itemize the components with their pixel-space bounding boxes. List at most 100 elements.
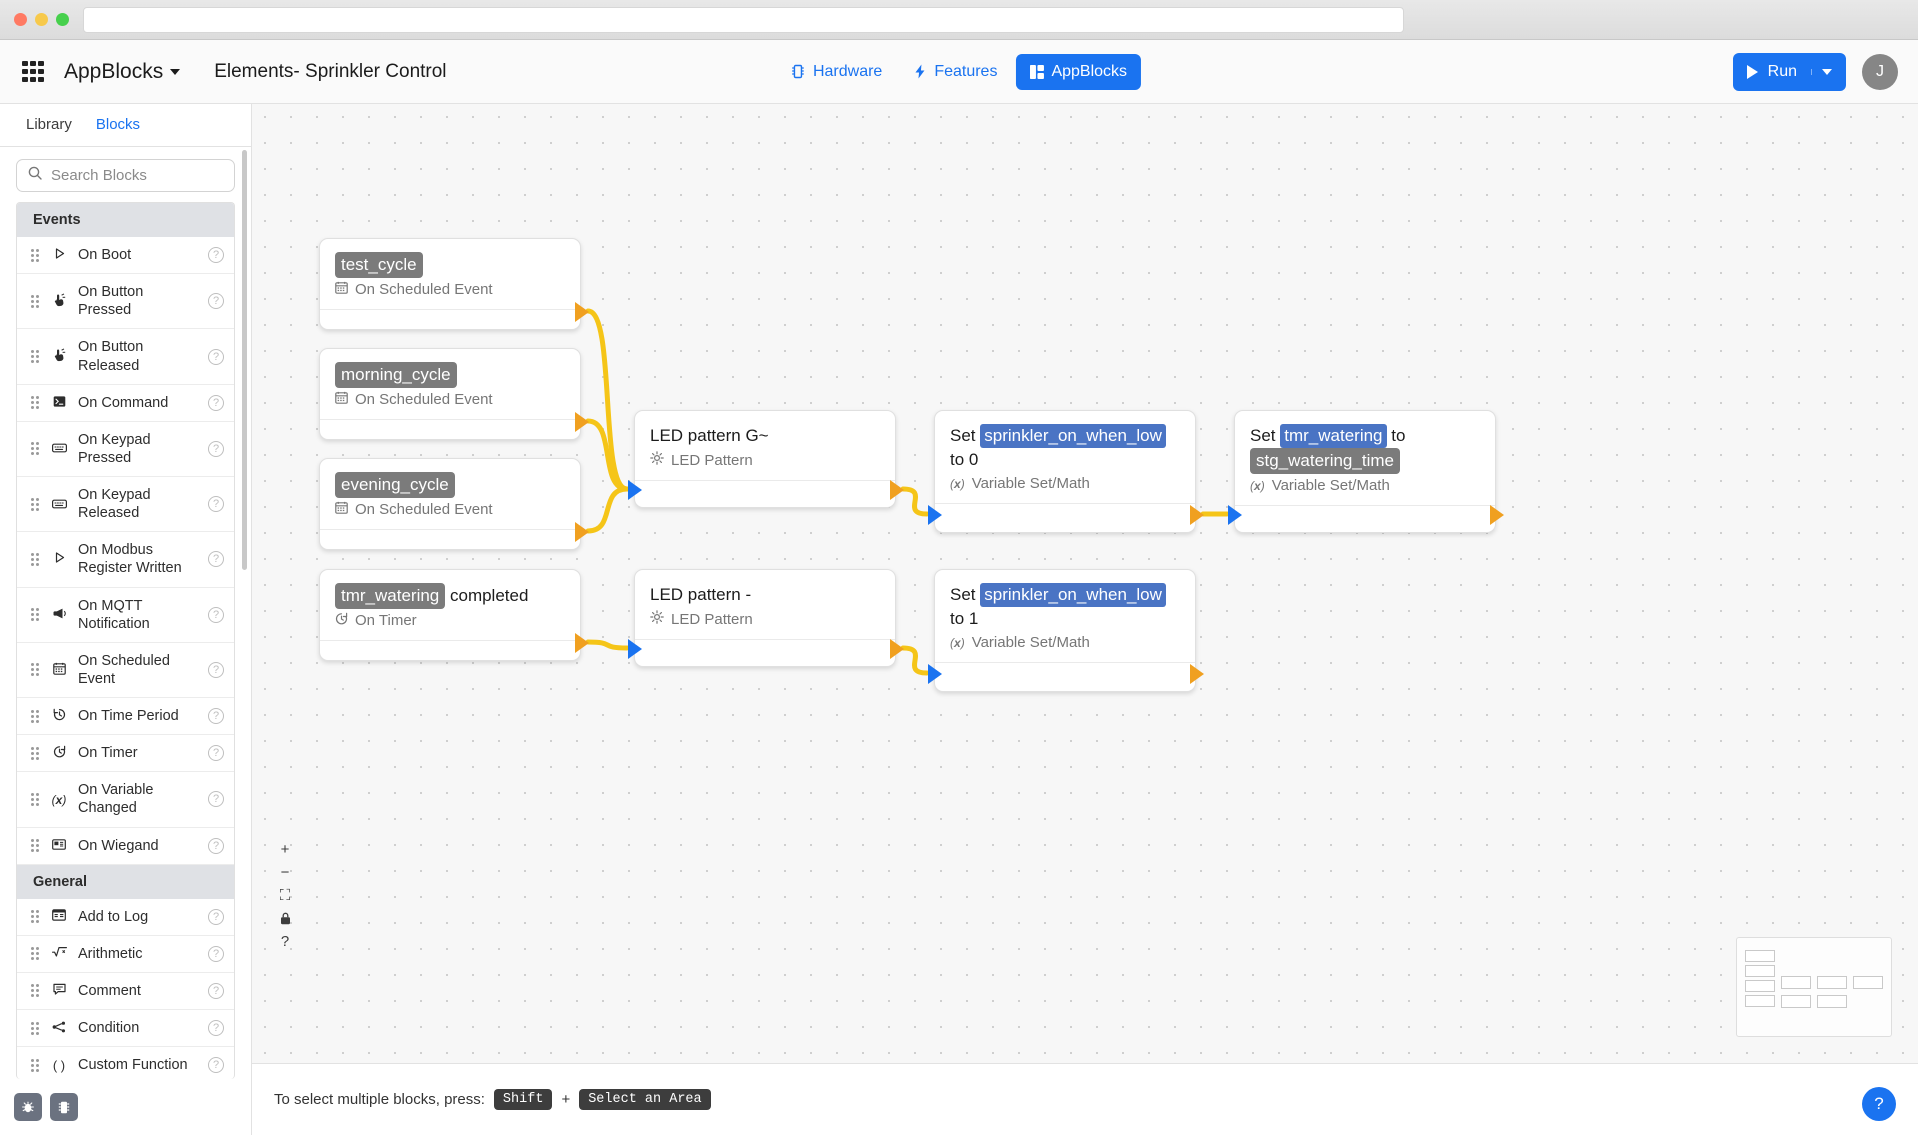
help-icon[interactable]: ? [208,837,224,854]
drag-handle-icon[interactable] [31,396,40,410]
input-port[interactable] [928,505,942,525]
help-icon[interactable]: ? [208,496,224,513]
help-icon[interactable]: ? [208,551,224,568]
device-button[interactable] [50,1093,78,1121]
palette-item-on-button-released[interactable]: On Button Released? [17,329,234,385]
block-node[interactable]: LED pattern G~LED Pattern [628,410,904,508]
tab-hardware[interactable]: Hardware [777,54,896,90]
window-controls[interactable] [14,13,69,26]
input-port[interactable] [928,664,942,684]
run-dropdown-button[interactable] [1811,68,1832,75]
minimize-window-button[interactable] [35,13,48,26]
search-box[interactable] [16,159,235,192]
tab-library[interactable]: Library [26,116,72,133]
input-port[interactable] [628,639,642,659]
drag-handle-icon[interactable] [31,552,40,566]
drag-handle-icon[interactable] [31,294,40,308]
output-port[interactable] [1190,505,1204,525]
help-icon[interactable]: ? [208,1057,224,1074]
output-port[interactable] [890,639,904,659]
tab-features[interactable]: Features [900,54,1011,90]
drag-handle-icon[interactable] [31,709,40,723]
block-node[interactable]: Set sprinkler_on_when_low to 0(x)Variabl… [928,410,1204,533]
palette-item-on-boot[interactable]: On Boot? [17,237,234,275]
drag-handle-icon[interactable] [31,910,40,924]
palette-item-comment[interactable]: Comment? [17,973,234,1010]
drag-handle-icon[interactable] [31,1058,40,1072]
output-port[interactable] [1490,505,1504,525]
help-icon[interactable]: ? [208,745,224,762]
palette-item-on-keypad-released[interactable]: On Keypad Released? [17,477,234,533]
search-input[interactable] [51,167,223,184]
drag-handle-icon[interactable] [31,663,40,677]
input-port[interactable] [1228,505,1242,525]
palette-item-on-variable-changed[interactable]: (x)On Variable Changed? [17,772,234,828]
output-port[interactable] [1190,664,1204,684]
block-node[interactable]: Set sprinkler_on_when_low to 1(x)Variabl… [928,569,1204,692]
palette-item-add-to-log[interactable]: Add to Log? [17,899,234,936]
close-window-button[interactable] [14,13,27,26]
brand-menu[interactable]: AppBlocks [64,60,181,84]
palette-item-on-button-pressed[interactable]: On Button Pressed? [17,274,234,330]
drag-handle-icon[interactable] [31,442,40,456]
palette-item-on-timer[interactable]: On Timer? [17,735,234,773]
help-fab-button[interactable]: ? [1862,1087,1896,1121]
drag-handle-icon[interactable] [31,746,40,760]
drag-handle-icon[interactable] [31,947,40,961]
help-icon[interactable]: ? [208,982,224,999]
apps-grid-icon[interactable] [22,60,44,83]
help-icon[interactable]: ? [208,293,224,310]
drag-handle-icon[interactable] [31,792,40,806]
help-icon[interactable]: ? [208,661,224,678]
tab-blocks[interactable]: Blocks [95,116,141,133]
output-port[interactable] [575,633,589,653]
palette-item-arithmetic[interactable]: Arithmetic? [17,936,234,973]
lock-button[interactable] [272,907,298,930]
minimap[interactable] [1736,937,1892,1037]
address-bar[interactable] [83,6,1404,33]
output-port[interactable] [575,522,589,542]
input-port[interactable] [628,480,642,500]
palette-item-on-keypad-pressed[interactable]: On Keypad Pressed? [17,422,234,477]
zoom-out-button[interactable]: − [280,864,290,881]
drag-handle-icon[interactable] [31,350,40,363]
palette-item-on-time-period[interactable]: On Time Period? [17,698,234,736]
help-icon[interactable]: ? [208,791,224,808]
palette-item-on-scheduled-event[interactable]: On Scheduled Event? [17,643,234,698]
block-node[interactable]: LED pattern -LED Pattern [628,569,904,667]
help-icon[interactable]: ? [208,708,224,725]
output-port[interactable] [575,412,589,432]
zoom-in-button[interactable]: + [280,841,290,858]
fit-view-button[interactable]: ⛶ [279,887,291,904]
drag-handle-icon[interactable] [31,248,40,262]
palette-item-on-mqtt-notification[interactable]: On MQTT Notification? [17,588,234,643]
palette-item-on-command[interactable]: On Command? [17,385,234,422]
help-icon[interactable]: ? [208,440,224,457]
drag-handle-icon[interactable] [31,608,40,622]
tab-appblocks[interactable]: AppBlocks [1015,53,1142,90]
help-icon[interactable]: ? [208,606,224,623]
output-port[interactable] [575,302,589,322]
sidebar-scrollbar[interactable] [242,150,247,570]
palette-item-custom-function[interactable]: ( )Custom Function? [17,1047,234,1079]
help-icon[interactable]: ? [208,908,224,925]
avatar[interactable]: J [1862,53,1898,90]
help-icon[interactable]: ? [208,945,224,962]
block-node[interactable]: Set tmr_watering to stg_watering_time(x)… [1228,410,1504,533]
palette-item-on-modbus-register-written[interactable]: On Modbus Register Written? [17,532,234,588]
help-icon[interactable]: ? [208,394,224,411]
palette-item-on-wiegand[interactable]: On Wiegand? [17,828,234,865]
maximize-window-button[interactable] [56,13,69,26]
drag-handle-icon[interactable] [31,839,40,853]
help-icon[interactable]: ? [208,1020,224,1037]
drag-handle-icon[interactable] [31,984,40,998]
debug-button[interactable] [14,1093,42,1121]
drag-handle-icon[interactable] [31,497,40,511]
palette-item-condition[interactable]: Condition? [17,1010,234,1048]
output-port[interactable] [890,480,904,500]
